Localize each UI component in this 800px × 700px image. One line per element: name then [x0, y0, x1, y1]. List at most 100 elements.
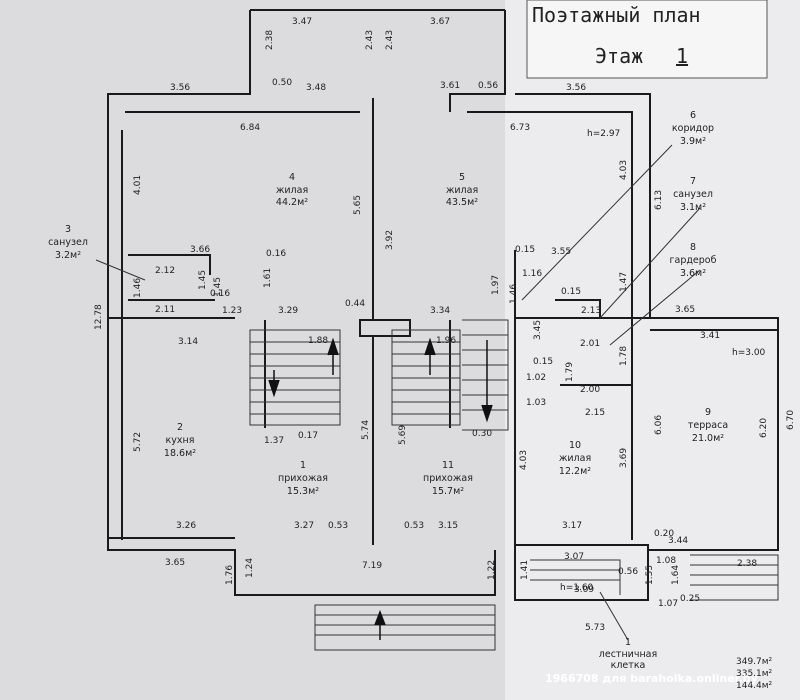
- dimension-label: 3.07: [564, 552, 584, 562]
- svg-text:клетка: клетка: [611, 660, 646, 671]
- dimension-label: 2.11: [155, 305, 175, 315]
- svg-text:жилая: жилая: [276, 185, 308, 196]
- dimension-label: 1.78: [619, 346, 629, 366]
- height-label: h=3.00: [732, 348, 766, 358]
- dimension-label: 3.67: [430, 17, 450, 27]
- area-total: 335.1м²: [736, 669, 773, 679]
- svg-text:3.2м²: 3.2м²: [55, 250, 81, 261]
- dimension-label: 1.97: [491, 275, 501, 295]
- svg-text:жилая: жилая: [559, 453, 591, 464]
- dimension-label: 2.15: [585, 408, 605, 418]
- dimension-label: 0.16: [210, 289, 230, 299]
- dimension-label: 1.08: [656, 556, 676, 566]
- dimension-label: 3.55: [551, 247, 571, 257]
- dimension-label: 1.24: [245, 558, 255, 578]
- dimension-label: 3.14: [178, 337, 198, 347]
- dimension-label: 3.56: [566, 83, 586, 93]
- dimension-label: 0.53: [404, 521, 424, 531]
- dimension-label: 3.44: [668, 536, 688, 546]
- svg-text:терраса: терраса: [688, 420, 728, 431]
- dimension-label: 3.26: [176, 521, 196, 531]
- dimension-label: 12.78: [94, 304, 104, 330]
- svg-text:коридор: коридор: [672, 123, 714, 134]
- leaders: [95, 144, 701, 641]
- dimension-label: 1.45: [198, 270, 208, 290]
- area-total: 144.4м²: [736, 681, 773, 691]
- height-label: h=2.97: [587, 129, 620, 139]
- dimension-label: 0.30: [472, 429, 492, 439]
- svg-text:санузел: санузел: [48, 237, 88, 248]
- dimension-label: 3.27: [294, 521, 314, 531]
- dimension-label: 3.17: [562, 521, 582, 531]
- dimension-label: 1.47: [619, 272, 629, 292]
- dimension-label: 3.66: [190, 245, 210, 255]
- dimension-label: 2.38: [737, 559, 757, 569]
- dimension-label: 0.25: [680, 594, 700, 604]
- svg-text:6: 6: [690, 110, 696, 121]
- dimension-label: 2.43: [385, 30, 395, 50]
- dimension-label: 1.46: [509, 284, 519, 304]
- dimension-label: 1.03: [526, 398, 546, 408]
- dimension-label: 0.15: [561, 287, 581, 297]
- area-total: 349.7м²: [736, 657, 773, 667]
- dimension-label: 2.43: [365, 30, 375, 50]
- dimension-label: 1.88: [308, 336, 328, 346]
- dimension-label: 2.13: [581, 306, 601, 316]
- svg-text:жилая: жилая: [446, 185, 478, 196]
- dimension-label: 1.45: [213, 277, 223, 297]
- left-page: [0, 0, 505, 700]
- svg-text:гардероб: гардероб: [670, 255, 717, 266]
- dimension-label: 0.15: [515, 245, 535, 255]
- dimension-label: 3.41: [700, 331, 720, 341]
- svg-text:лестничная: лестничная: [599, 649, 657, 660]
- dimension-label: 1.55: [645, 565, 655, 585]
- dimension-label: 1.79: [565, 362, 575, 382]
- dimension-label: 6.73: [510, 123, 530, 133]
- dimension-label: 1.41: [520, 560, 530, 580]
- dimension-label: 1.22: [487, 560, 497, 580]
- dimension-label: 0.50: [272, 78, 292, 88]
- dimension-label: 1.37: [264, 436, 284, 446]
- dimension-label: 0.53: [328, 521, 348, 531]
- dimension-label: 1.46: [133, 278, 143, 298]
- dimension-label: 1.64: [671, 565, 681, 585]
- svg-text:прихожая: прихожая: [278, 473, 328, 484]
- dimension-label: 3.29: [278, 306, 298, 316]
- dimension-label: 2.38: [265, 30, 275, 50]
- dimension-label: 0.16: [266, 249, 286, 259]
- dimension-label: 1.23: [222, 306, 242, 316]
- svg-text:18.6м²: 18.6м²: [164, 448, 196, 459]
- dimension-label: 0.44: [345, 299, 365, 309]
- svg-text:5: 5: [459, 172, 465, 183]
- dimension-label: 5.69: [398, 425, 408, 445]
- dimension-label: 7.19: [362, 561, 382, 571]
- dimension-label: 6.20: [759, 418, 769, 438]
- svg-text:3: 3: [65, 224, 71, 235]
- floor-number: 1: [676, 44, 688, 68]
- svg-text:8: 8: [690, 242, 696, 253]
- stairs: [249, 319, 779, 651]
- dimension-label: 0.56: [618, 567, 638, 577]
- dimension-label: 3.65: [675, 305, 695, 315]
- svg-text:1: 1: [300, 460, 306, 471]
- svg-text:3.1м²: 3.1м²: [680, 202, 706, 213]
- dimension-label: 3.34: [430, 306, 450, 316]
- svg-text:11: 11: [442, 460, 454, 471]
- svg-text:2: 2: [177, 422, 183, 433]
- right-page: [505, 0, 800, 700]
- svg-text:7: 7: [690, 176, 696, 187]
- dimension-label: 1.76: [225, 565, 235, 585]
- dimension-label: 5.73: [585, 623, 605, 633]
- dimension-label: 0.17: [298, 431, 318, 441]
- dimension-label: 3.45: [533, 320, 543, 340]
- dimension-label: 4.03: [619, 160, 629, 180]
